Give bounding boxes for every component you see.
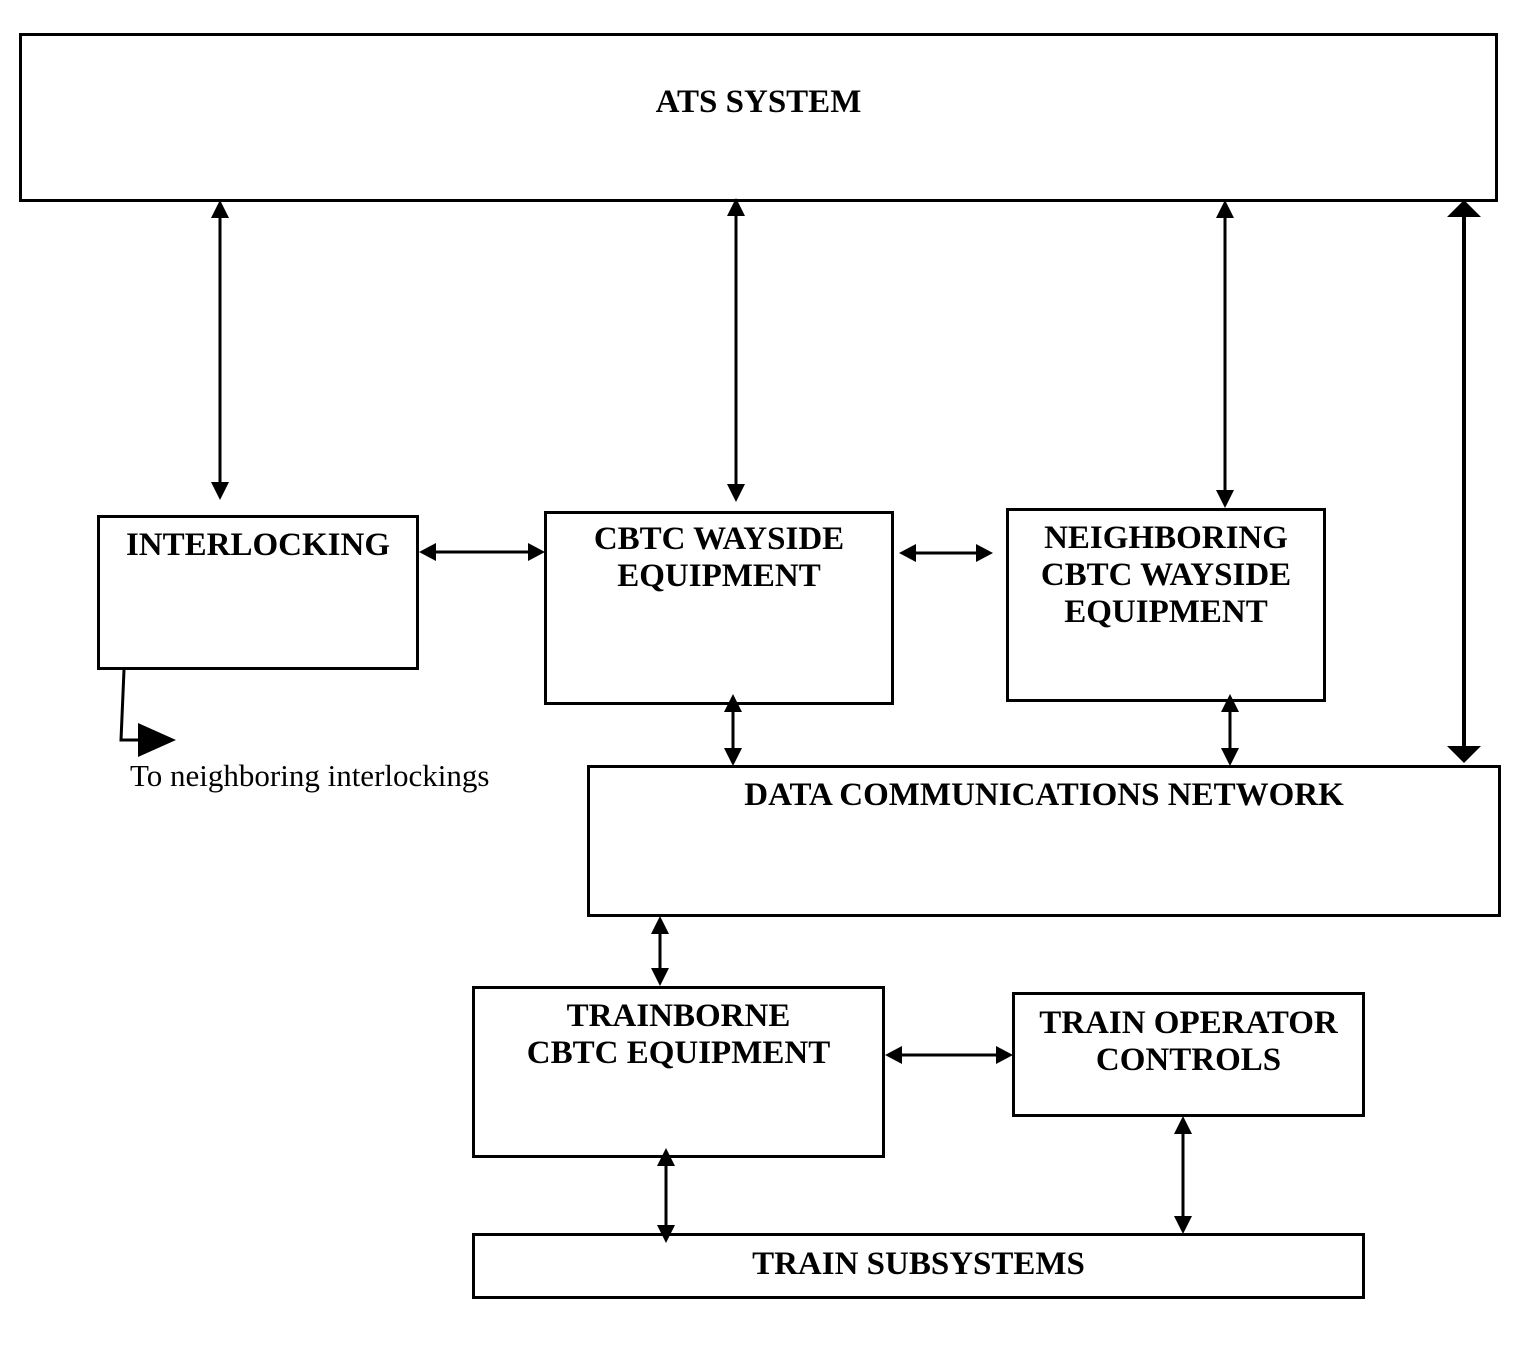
neighbor-interlockings-note: To neighboring interlockings <box>130 758 490 793</box>
data-comm-network-box: DATA COMMUNICATIONS NETWORK <box>587 765 1501 917</box>
cbtc-wayside-label: CBTC WAYSIDE EQUIPMENT <box>593 521 845 594</box>
cbtc-wayside-box: CBTC WAYSIDE EQUIPMENT <box>544 511 894 705</box>
ats-system-box: ATS SYSTEM <box>19 33 1498 202</box>
arrow-ats-neighboring-cbtc <box>1216 200 1234 508</box>
interlocking-box: INTERLOCKING <box>97 515 419 670</box>
train-subsystems-box: TRAIN SUBSYSTEMS <box>472 1233 1365 1299</box>
arrow-operator-controls-train-subsystems <box>1174 1116 1192 1234</box>
ats-system-label: ATS SYSTEM <box>655 84 862 120</box>
arrow-trainborne-operator-controls <box>885 1046 1013 1064</box>
arrow-interlocking-neighbor-interlockings <box>119 669 176 757</box>
data-comm-network-label: DATA COMMUNICATIONS NETWORK <box>744 777 1344 813</box>
neighboring-cbtc-box: NEIGHBORING CBTC WAYSIDE EQUIPMENT <box>1006 508 1326 702</box>
neighboring-cbtc-label: NEIGHBORING CBTC WAYSIDE EQUIPMENT <box>1040 520 1292 630</box>
train-subsystems-label: TRAIN SUBSYSTEMS <box>752 1246 1085 1282</box>
arrow-ats-interlocking <box>211 200 229 500</box>
arrow-cbtc-wayside-data-comm <box>724 694 742 766</box>
trainborne-cbtc-box: TRAINBORNE CBTC EQUIPMENT <box>472 986 885 1158</box>
arrow-ats-cbtc-wayside <box>727 198 745 502</box>
arrow-cbtc-wayside-neighboring <box>899 544 993 562</box>
arrow-neighboring-data-comm <box>1221 694 1239 766</box>
trainborne-cbtc-label: TRAINBORNE CBTC EQUIPMENT <box>526 998 831 1071</box>
interlocking-label: INTERLOCKING <box>125 527 391 563</box>
train-operator-controls-box: TRAIN OPERATOR CONTROLS <box>1012 992 1365 1117</box>
arrow-trainborne-train-subsystems <box>657 1148 675 1243</box>
arrow-interlocking-cbtc-wayside <box>419 543 545 561</box>
arrow-ats-data-comm <box>1447 200 1481 763</box>
arrow-data-comm-trainborne <box>651 916 669 986</box>
train-operator-controls-label: TRAIN OPERATOR CONTROLS <box>1039 1005 1338 1078</box>
